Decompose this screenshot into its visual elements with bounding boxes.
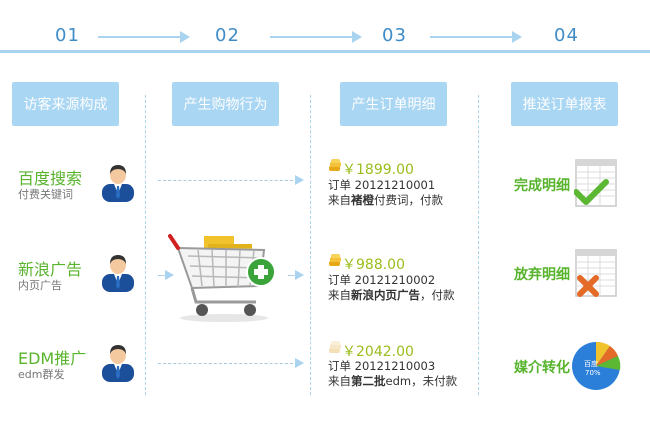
person-icon (102, 345, 134, 382)
source-baidu-sub: 付费关键词 (18, 188, 73, 201)
header-shopping-behavior: 产生购物行为 (172, 82, 279, 126)
pie-percent: 70% (585, 369, 601, 377)
coin-stack-icon (329, 159, 341, 171)
order-number-2: 订单 20121210002 (328, 273, 436, 287)
step-number-1: 01 (55, 25, 80, 46)
order-source-suffix: edm，未付款 (385, 374, 458, 388)
order-source-prefix: 来自 (328, 288, 351, 302)
order-number-1: 订单 20121210001 (328, 178, 436, 192)
order-price-3: ￥2042.00 (342, 344, 414, 360)
order-price-1: ￥1899.00 (342, 162, 414, 178)
order-source-highlight: 第二批 (351, 374, 386, 388)
source-sina-name: 新浪广告 (18, 260, 83, 279)
order-source-1: 来自褚橙付费词，付款 (328, 192, 443, 208)
separator-2 (310, 95, 311, 395)
person-icon (102, 165, 134, 202)
order-source-highlight: 新浪内页广告 (351, 288, 420, 302)
report-conversion-label: 媒介转化 (514, 360, 570, 376)
step-number-4: 04 (554, 25, 579, 46)
source-sina-sub: 内页广告 (18, 279, 62, 292)
header-order-details: 产生订单明细 (340, 82, 447, 126)
person-icon (102, 255, 134, 292)
coin-stack-icon (329, 254, 341, 266)
order-source-suffix: 付费词，付款 (374, 193, 443, 207)
cross-sheet-icon (575, 249, 617, 297)
check-sheet-icon (574, 159, 617, 207)
step-arrow-2 (270, 31, 362, 43)
order-price-2: ￥988.00 (342, 257, 405, 273)
flow-arrow-3 (288, 270, 304, 280)
source-edm-name: EDM推广 (18, 349, 87, 368)
step-arrow-1 (98, 31, 190, 43)
pie-label: 百度 (584, 359, 598, 368)
coin-stack-icon (329, 341, 341, 353)
order-source-2: 来自新浪内页广告，付款 (328, 287, 455, 303)
step-bar (0, 50, 650, 53)
step-number-2: 02 (215, 25, 240, 46)
order-source-suffix: ，付款 (420, 288, 455, 302)
flow-arrow-4 (158, 358, 304, 368)
header-visitor-source: 访客来源构成 (12, 82, 119, 126)
header-push-report: 推送订单报表 (511, 82, 618, 126)
report-abandoned-label: 放弃明细 (514, 267, 570, 283)
flow-arrow-1 (158, 175, 304, 185)
order-source-prefix: 来自 (328, 374, 351, 388)
source-baidu-name: 百度搜索 (18, 169, 83, 188)
source-edm-sub: edm群发 (18, 368, 65, 381)
report-completed-label: 完成明细 (514, 178, 570, 194)
step-arrow-3 (430, 31, 522, 43)
step-number-3: 03 (382, 25, 407, 46)
shopping-cart-icon (168, 234, 276, 322)
separator-3 (478, 95, 479, 395)
separator-1 (145, 95, 146, 395)
order-source-3: 来自第二批edm，未付款 (328, 373, 457, 389)
order-number-3: 订单 20121210003 (328, 359, 436, 373)
flow-arrow-2 (158, 270, 174, 280)
pie-chart-icon: 百度 70% (572, 341, 621, 390)
order-source-highlight: 褚橙 (351, 193, 374, 207)
order-source-prefix: 来自 (328, 193, 351, 207)
